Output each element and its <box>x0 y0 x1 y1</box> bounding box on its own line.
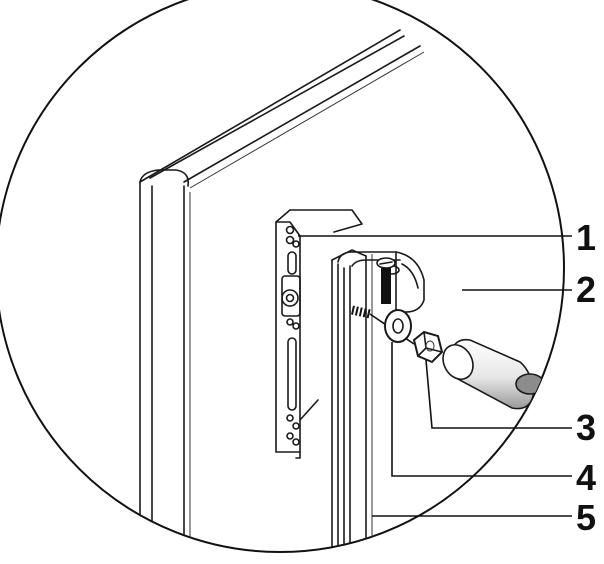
vertical-profile <box>331 249 373 552</box>
callout-label-1: 1 <box>576 217 596 258</box>
callout-label-5: 5 <box>576 497 596 538</box>
mounting-plate <box>275 209 363 459</box>
l-bracket <box>337 251 425 313</box>
callout-label-3: 3 <box>576 407 596 448</box>
hex-nut <box>412 330 444 364</box>
callout-label-2: 2 <box>576 269 596 310</box>
callout-labels: 1 2 3 4 5 <box>576 217 596 538</box>
leader-lines <box>298 235 572 517</box>
detail-circle <box>0 0 565 553</box>
leader-line-4 <box>391 342 572 477</box>
washer <box>384 309 412 343</box>
top-screw <box>376 257 396 304</box>
door-panel <box>139 29 425 552</box>
leader-line-3 <box>425 359 572 429</box>
callout-label-4: 4 <box>576 457 596 498</box>
